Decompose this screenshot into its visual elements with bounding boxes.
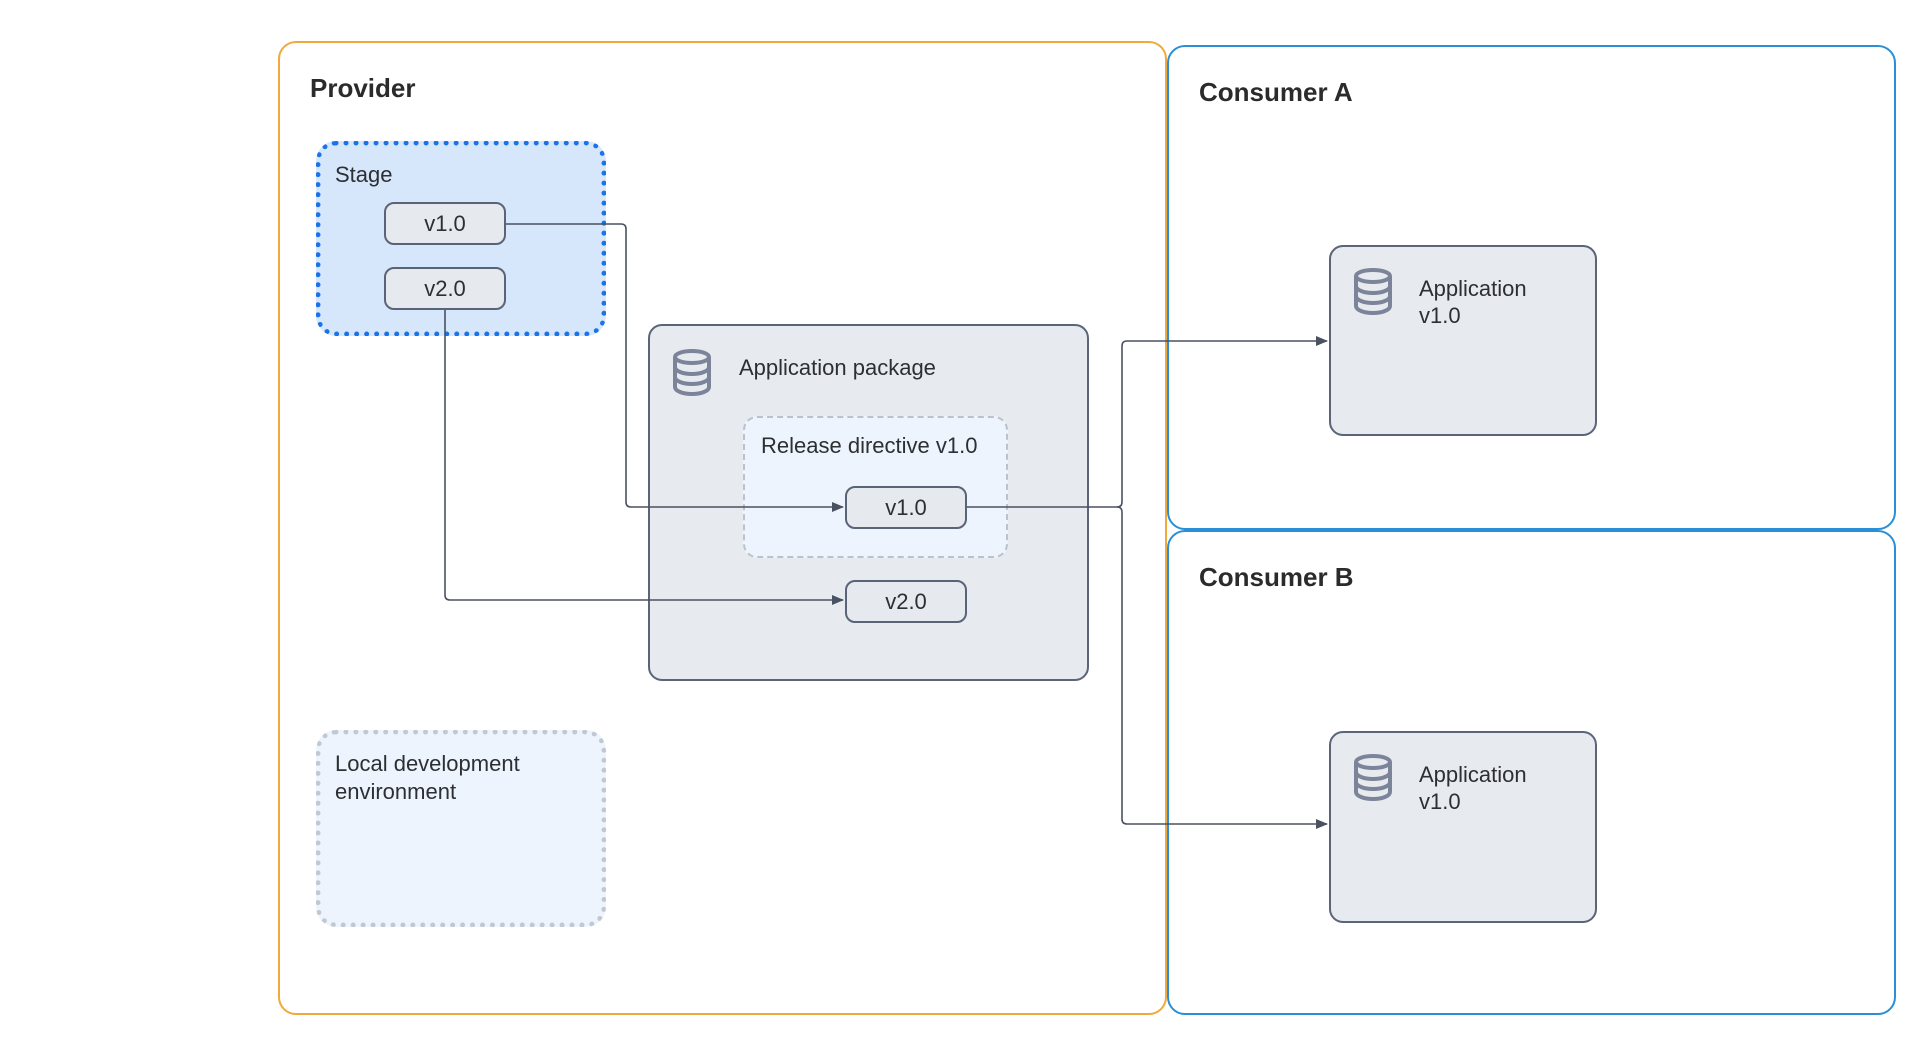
database-icon <box>1354 754 1392 801</box>
provider-title: Provider <box>310 73 416 103</box>
stage-version-v1: v1.0 <box>384 202 506 245</box>
connector-release-v1-to-consumer-b <box>1116 506 1328 829</box>
database-icon <box>673 349 711 396</box>
consumer-a-app-version: v1.0 <box>1419 303 1461 328</box>
connector-stage-v1-to-release-v1 <box>506 223 844 512</box>
consumer-a-title: Consumer A <box>1199 77 1353 107</box>
release-directive-box: Release directive v1.0 <box>743 416 1008 558</box>
local-dev-box: Local development environment <box>316 730 606 927</box>
consumer-b-title: Consumer B <box>1199 562 1354 592</box>
stage-version-v2: v2.0 <box>384 267 506 310</box>
release-directive-label: Release directive v1.0 <box>761 433 978 458</box>
consumer-a-application-box: Application v1.0 <box>1329 245 1597 436</box>
application-package-label: Application package <box>739 355 936 380</box>
package-version-v2: v2.0 <box>845 580 967 623</box>
consumer-b-app-label: Application <box>1419 762 1527 787</box>
local-dev-label-line2: environment <box>335 779 457 804</box>
connector-release-v1-to-consumer-a <box>967 336 1328 508</box>
connector-stage-v2-to-package-v2 <box>444 310 844 605</box>
consumer-a-app-label: Application <box>1419 276 1527 301</box>
stage-label: Stage <box>335 162 393 187</box>
consumer-b-application-box: Application v1.0 <box>1329 731 1597 923</box>
local-dev-label-line1: Local development <box>335 751 520 776</box>
database-icon <box>1354 268 1392 315</box>
package-version-v1: v1.0 <box>845 486 967 529</box>
consumer-b-app-version: v1.0 <box>1419 789 1461 814</box>
